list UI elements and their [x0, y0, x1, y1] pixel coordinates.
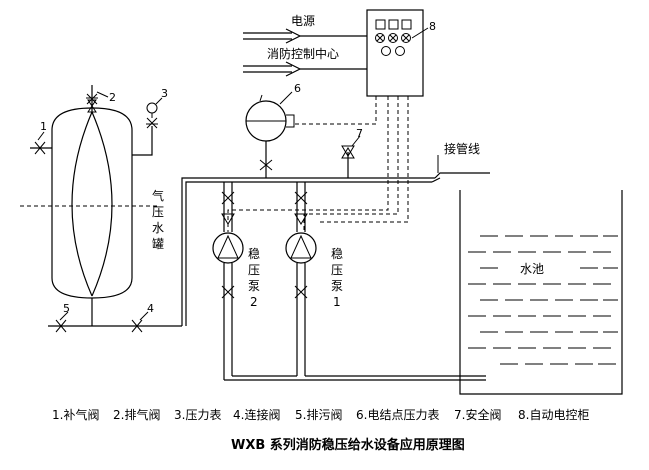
tank-vertical-label: 气 压 水 罐: [152, 188, 164, 251]
svg-text:压: 压: [152, 205, 164, 219]
pipe-connect-label: 接管线: [444, 141, 480, 156]
svg-text:压: 压: [248, 263, 260, 277]
svg-text:压: 压: [331, 263, 343, 277]
exhaust-valve-2: [86, 91, 109, 105]
connection-pipe: [431, 155, 490, 183]
legend-item: 6.电结点压力表: [356, 408, 439, 422]
legend-item: 1.补气阀: [52, 407, 99, 422]
svg-text:1: 1: [333, 295, 341, 309]
fire-center-arrow: [243, 61, 367, 77]
fire-center-label: 消防控制中心: [267, 46, 339, 61]
legend-item: 4.连接阀: [233, 407, 280, 422]
callout-6: 6: [294, 82, 301, 95]
pressure-gauge-3: [132, 97, 163, 156]
power-arrow: [243, 28, 367, 44]
control-cabinet: [366, 9, 429, 97]
svg-text:罐: 罐: [152, 237, 164, 251]
legend-item: 2.排气阀: [113, 407, 160, 422]
legend-item: 7.安全阀: [454, 407, 501, 422]
pump2-vertical-label: 稳 压 泵 2: [248, 246, 260, 309]
pump-2: [212, 182, 244, 380]
contact-gauge-6: [245, 91, 295, 178]
pump-1: [285, 182, 317, 376]
safety-valve-7: [341, 135, 361, 178]
svg-text:泵: 泵: [248, 279, 260, 293]
svg-text:2: 2: [250, 295, 258, 309]
air-supply-valve-1: [30, 131, 52, 155]
diagram-title: WXB 系列消防稳压给水设备应用原理图: [231, 437, 465, 453]
legend-item: 3.压力表: [174, 408, 221, 422]
svg-text:气: 气: [152, 188, 164, 203]
power-label: 电源: [291, 14, 315, 28]
legend-item: 5.排污阀: [295, 408, 342, 422]
pump1-vertical-label: 稳 压 泵 1: [331, 246, 343, 309]
svg-text:泵: 泵: [331, 279, 343, 293]
tank-bottom-pipes: [48, 177, 435, 333]
legend: 1.补气阀 2.排气阀 3.压力表 4.连接阀 5.排污阀 6.电结点压力表 7…: [52, 407, 589, 422]
callout-1: 1: [40, 120, 47, 133]
signal-lines: [227, 96, 409, 232]
pool-label: 水池: [520, 262, 544, 276]
pressure-tank: [20, 85, 160, 299]
svg-text:稳: 稳: [248, 246, 260, 261]
water-pool: [459, 190, 623, 395]
callout-4: 4: [147, 302, 154, 315]
suction-pipe: [224, 375, 486, 381]
callout-5: 5: [63, 302, 70, 315]
callout-8: 8: [429, 20, 436, 33]
callout-2: 2: [109, 91, 116, 104]
legend-item: 8.自动电控柜: [518, 408, 589, 422]
callout-3: 3: [161, 87, 168, 100]
svg-text:稳: 稳: [331, 246, 343, 261]
svg-text:水: 水: [152, 221, 164, 235]
callout-7: 7: [356, 127, 363, 140]
